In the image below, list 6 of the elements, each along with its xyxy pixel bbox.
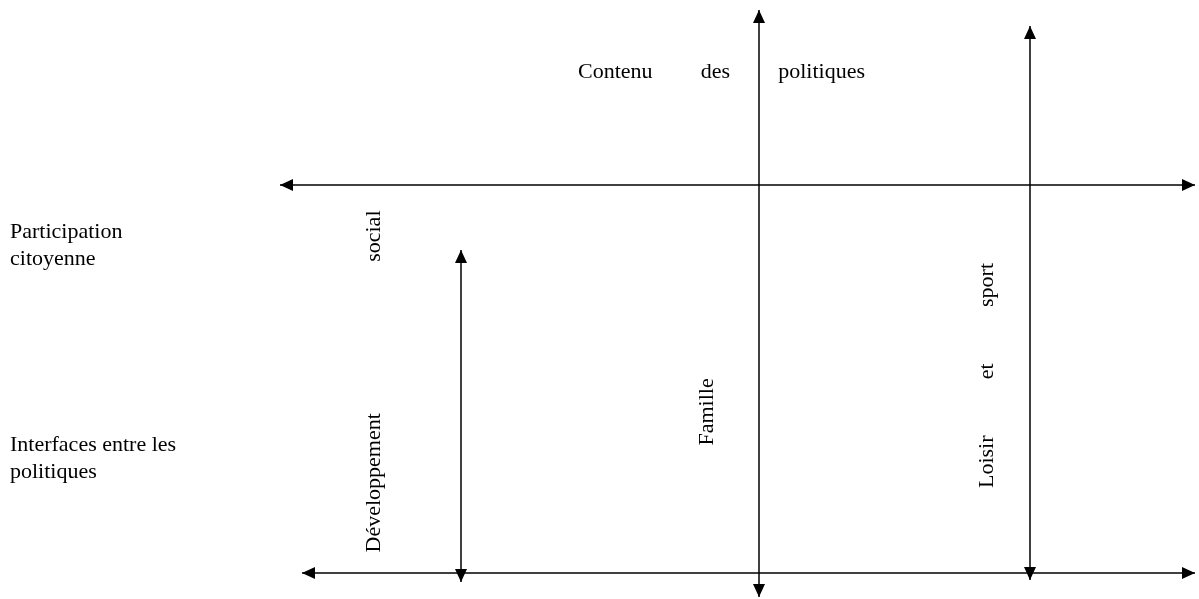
row-label: Participation citoyenne: [10, 217, 124, 271]
axis-label: Contenu des politiques: [578, 57, 865, 84]
row-label: Interfaces entre les politiques: [10, 430, 178, 484]
column-label: Développement social: [358, 210, 386, 553]
column-label: Loisir et sport: [971, 263, 999, 488]
column-label: Famille: [691, 377, 719, 446]
